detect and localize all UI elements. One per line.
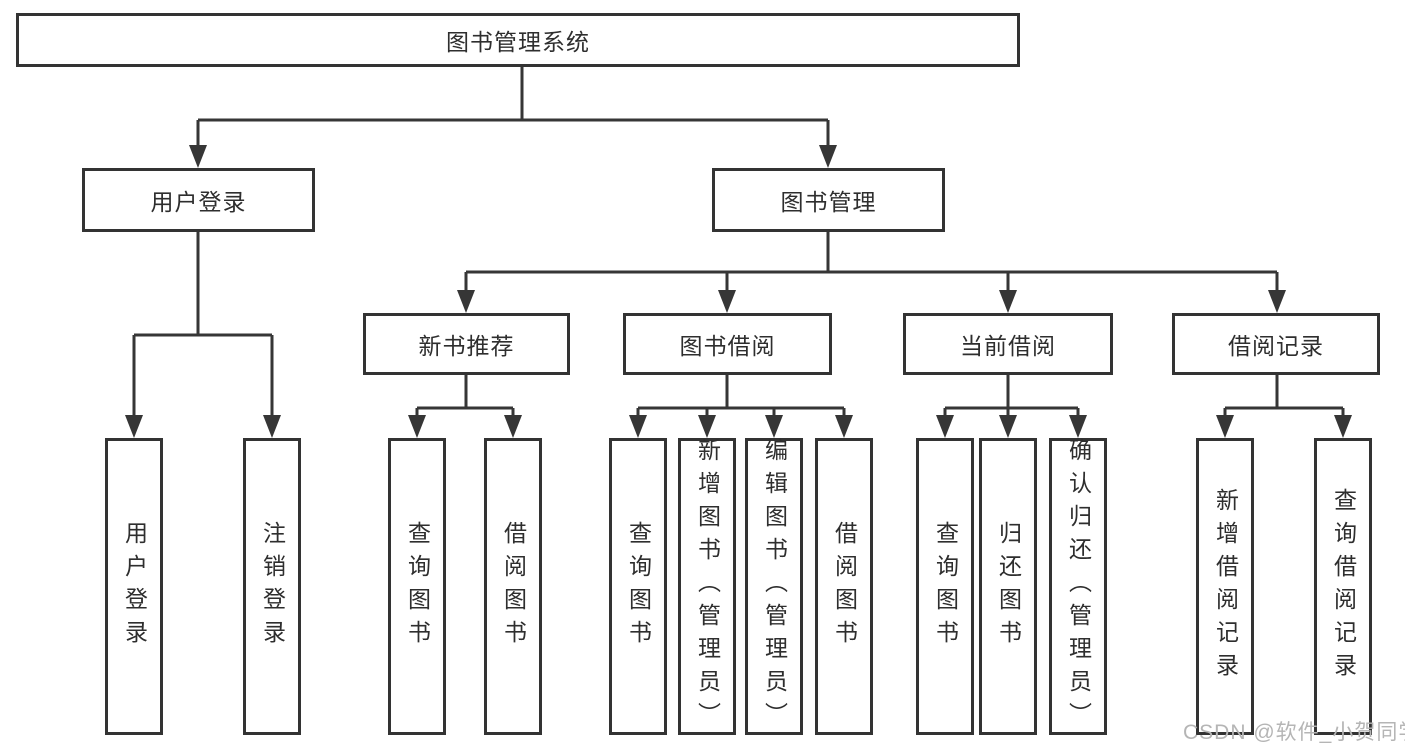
node-current-borrow: 当前借阅 [903,313,1113,375]
node-root-library-system: 图书管理系统 [16,13,1020,67]
node-book-borrow: 图书借阅 [623,313,832,375]
leaf-logout: 注销登录 [243,438,301,735]
node-book-borrow-label: 图书借阅 [679,333,776,359]
leaf-bb-add-books-admin: 新增图书（管理员） [678,438,736,735]
node-root-label: 图书管理系统 [446,29,590,55]
leaf-bb-query-books-label: 查询图书 [625,520,652,653]
node-book-management-label: 图书管理 [780,189,877,215]
leaf-nb-borrow-books: 借阅图书 [484,438,542,735]
leaf-cb-query-books-label: 查询图书 [932,520,959,653]
leaf-cb-query-books: 查询图书 [916,438,974,735]
csdn-watermark: CSDN @软件_小贺同学 [1183,721,1405,744]
leaf-bb-add-books-admin-label: 新增图书（管理员） [694,438,721,735]
node-borrow-record: 借阅记录 [1172,313,1380,375]
node-borrow-record-label: 借阅记录 [1228,333,1324,359]
node-new-book-recommend-label: 新书推荐 [418,333,515,359]
leaf-bb-borrow-books-label: 借阅图书 [831,520,858,653]
leaf-br-query-record: 查询借阅记录 [1314,438,1372,735]
leaf-br-add-record: 新增借阅记录 [1196,438,1254,735]
leaf-cb-return-books-label: 归还图书 [995,520,1022,653]
leaf-user-login: 用户登录 [105,438,163,735]
leaf-br-query-record-label: 查询借阅记录 [1330,487,1357,686]
leaf-cb-confirm-return-admin-label: 确认归还（管理员） [1065,438,1092,735]
leaf-bb-edit-books-admin: 编辑图书（管理员） [745,438,803,735]
leaf-bb-borrow-books: 借阅图书 [815,438,873,735]
leaf-bb-edit-books-admin-label: 编辑图书（管理员） [761,438,788,735]
arrowheads [125,145,1352,438]
leaf-cb-confirm-return-admin: 确认归还（管理员） [1049,438,1107,735]
leaf-cb-return-books: 归还图书 [979,438,1037,735]
node-book-management: 图书管理 [712,168,945,232]
leaf-nb-borrow-books-label: 借阅图书 [500,520,527,653]
leaf-logout-label: 注销登录 [259,520,286,653]
leaf-bb-query-books: 查询图书 [609,438,667,735]
leaf-br-add-record-label: 新增借阅记录 [1212,487,1239,686]
node-user-login: 用户登录 [82,168,315,232]
node-current-borrow-label: 当前借阅 [960,333,1056,359]
leaf-nb-query-books: 查询图书 [388,438,446,735]
leaf-user-login-label: 用户登录 [121,520,148,653]
node-user-login-label: 用户登录 [150,189,247,215]
node-new-book-recommend: 新书推荐 [363,313,570,375]
leaf-nb-query-books-label: 查询图书 [404,520,431,653]
